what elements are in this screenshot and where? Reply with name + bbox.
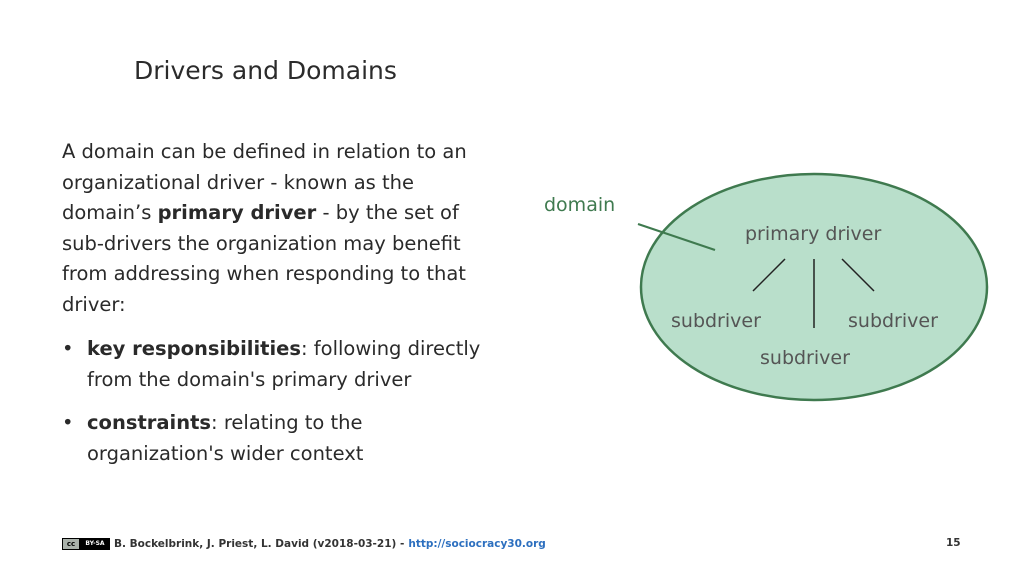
bullet-icon: • (62, 337, 74, 360)
subdriver-left-label: subdriver (671, 310, 761, 332)
cc-by-sa-badge: cc BY-SA (62, 538, 110, 550)
bullet-term: constraints (87, 411, 212, 434)
right-branch-line (841, 258, 875, 292)
subdriver-bottom-label: subdriver (760, 347, 850, 369)
by-sa-icon: BY-SA (80, 538, 110, 550)
footer-authors: B. Bockelbrink, J. Priest, L. David (v20… (114, 538, 405, 550)
footer-link[interactable]: http://sociocracy30.org (408, 538, 546, 550)
domain-label: domain (544, 194, 615, 216)
slide-title: Drivers and Domains (134, 56, 397, 85)
domain-pointer-line (637, 222, 716, 252)
primary-driver-label: primary driver (745, 223, 881, 245)
bullet-text: : following directly from the domain's p… (87, 337, 481, 391)
primary-driver-term: primary driver (157, 201, 317, 224)
intro-paragraph: A domain can be defined in relation to a… (62, 140, 467, 316)
list-item: • constraints: relating to the organizati… (62, 408, 482, 469)
cc-icon: cc (62, 538, 80, 550)
bullet-list: • key responsibilities: following directl… (62, 334, 482, 469)
bullet-icon: • (62, 411, 74, 434)
subdriver-right-label: subdriver (848, 310, 938, 332)
page-number: 15 (946, 537, 961, 549)
footer: cc BY-SA B. Bockelbrink, J. Priest, L. D… (62, 537, 546, 551)
list-item: • key responsibilities: following directl… (62, 334, 482, 395)
left-branch-line (752, 258, 786, 292)
slide-body: A domain can be defined in relation to a… (62, 137, 482, 482)
bullet-term: key responsibilities (87, 337, 301, 360)
bullet-text: : relating to the organization's wider c… (87, 411, 364, 465)
